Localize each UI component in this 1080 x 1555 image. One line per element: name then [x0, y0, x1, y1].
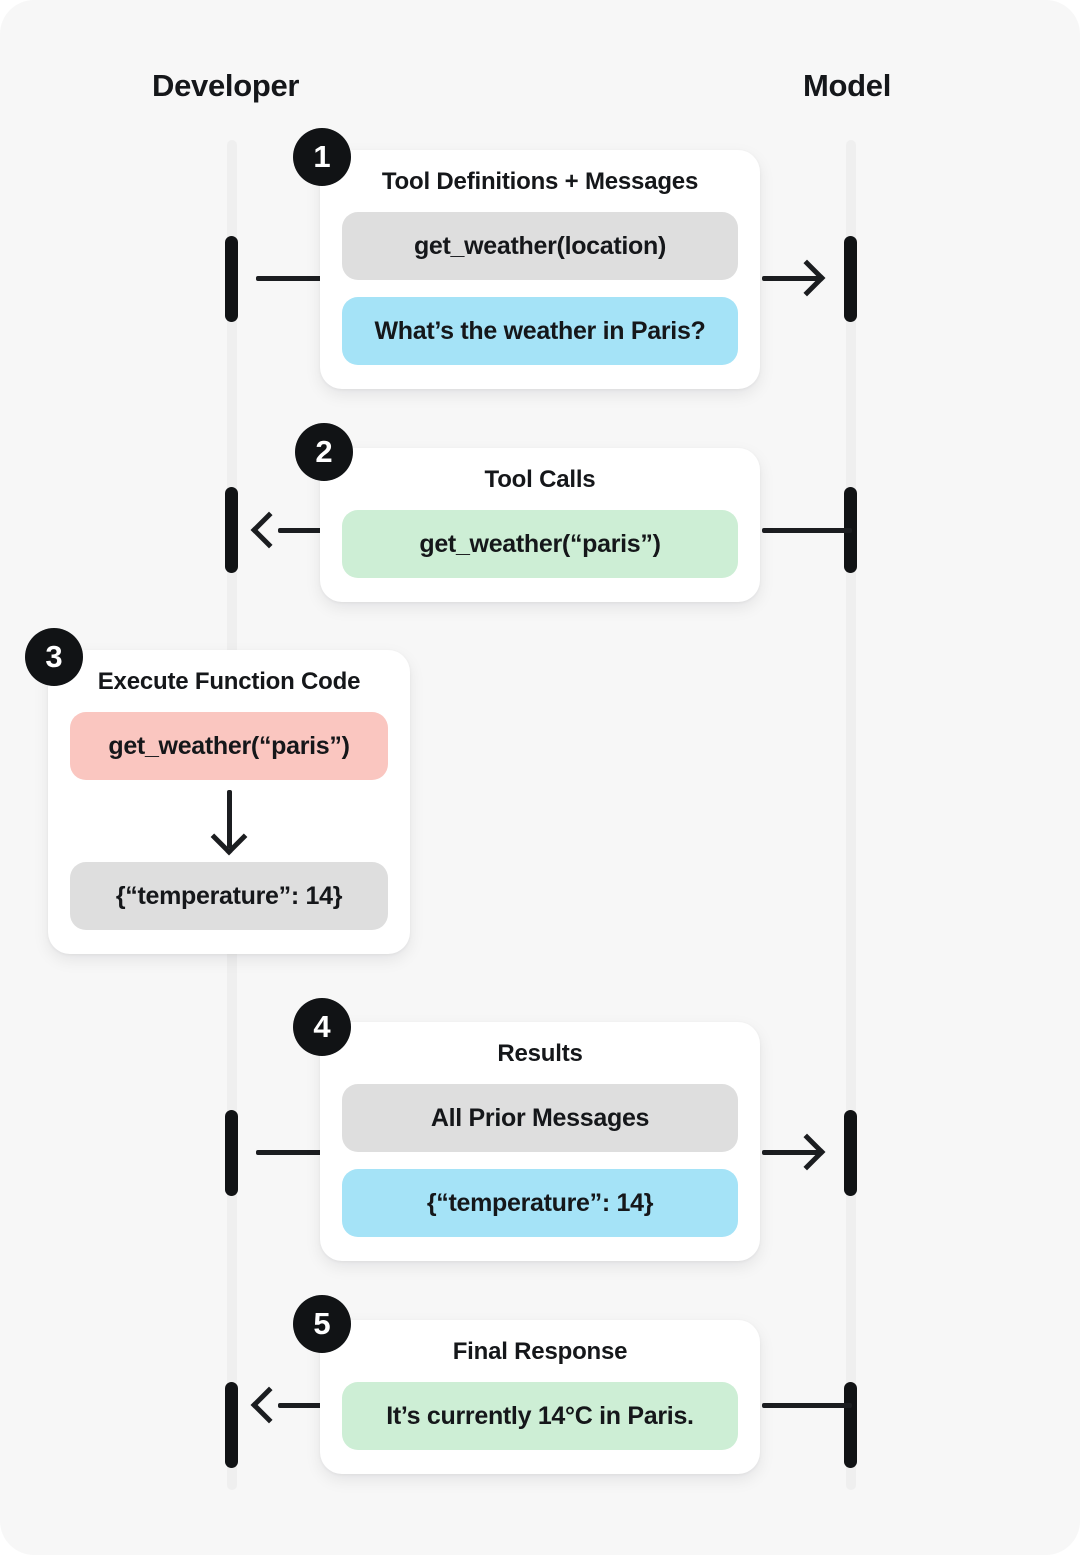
step2-chip-tool-call: get_weather(“paris”)	[342, 510, 738, 578]
connector-step1-left	[256, 276, 356, 281]
step-badge-3: 3	[25, 628, 83, 686]
step-title-1: Tool Definitions + Messages	[381, 168, 699, 195]
step4-chip-prior-messages: All Prior Messages	[342, 1084, 738, 1152]
step-title-4: Results	[497, 1040, 583, 1067]
connector-step2-right	[762, 528, 852, 533]
step-badge-5: 5	[293, 1295, 351, 1353]
down-arrow-stem	[226, 790, 232, 848]
arrowhead-step1-right	[788, 259, 826, 297]
activation-developer-step5	[225, 1382, 238, 1468]
down-arrow-head	[210, 818, 248, 856]
activation-model-step4	[844, 1110, 857, 1196]
step-title-3: Execute Function Code	[97, 668, 361, 695]
step-badge-1: 1	[293, 128, 351, 186]
step-card-3: Execute Function Code get_weather(“paris…	[48, 650, 410, 954]
arrowhead-step2-left	[250, 511, 288, 549]
step-card-5: Final Response It’s currently 14°C in Pa…	[320, 1320, 760, 1474]
step-badge-2: 2	[295, 423, 353, 481]
connector-step4-right	[762, 1150, 820, 1155]
connector-step1-right	[762, 276, 820, 281]
step3-chip-invocation: get_weather(“paris”)	[70, 712, 388, 780]
step1-chip-user-message: What’s the weather in Paris?	[342, 297, 738, 365]
arrowhead-step4-right	[788, 1133, 826, 1171]
connector-step4-left	[256, 1150, 356, 1155]
step-card-1: Tool Definitions + Messages get_weather(…	[320, 150, 760, 389]
activation-developer-step4	[225, 1110, 238, 1196]
down-arrow-icon	[70, 784, 388, 860]
step-title-5: Final Response	[452, 1338, 628, 1365]
activation-developer-step2	[225, 487, 238, 573]
activation-model-step1	[844, 236, 857, 322]
connector-step2-left	[278, 528, 356, 533]
activation-developer-step1	[225, 236, 238, 322]
column-header-model: Model	[803, 68, 892, 103]
step-card-2: Tool Calls get_weather(“paris”)	[320, 448, 760, 602]
lifeline-model	[846, 140, 856, 1490]
connector-step5-right	[762, 1403, 852, 1408]
step-title-2: Tool Calls	[484, 466, 596, 493]
connector-step5-left	[278, 1403, 356, 1408]
step4-chip-tool-result: {“temperature”: 14}	[342, 1169, 738, 1237]
column-header-developer: Developer	[152, 68, 300, 103]
step5-chip-final-answer: It’s currently 14°C in Paris.	[342, 1382, 738, 1450]
step-badge-4: 4	[293, 998, 351, 1056]
step1-chip-tool-definition: get_weather(location)	[342, 212, 738, 280]
arrowhead-step5-left	[250, 1386, 288, 1424]
step3-chip-result: {“temperature”: 14}	[70, 862, 388, 930]
activation-model-step5	[844, 1382, 857, 1468]
step-card-4: Results All Prior Messages {“temperature…	[320, 1022, 760, 1261]
